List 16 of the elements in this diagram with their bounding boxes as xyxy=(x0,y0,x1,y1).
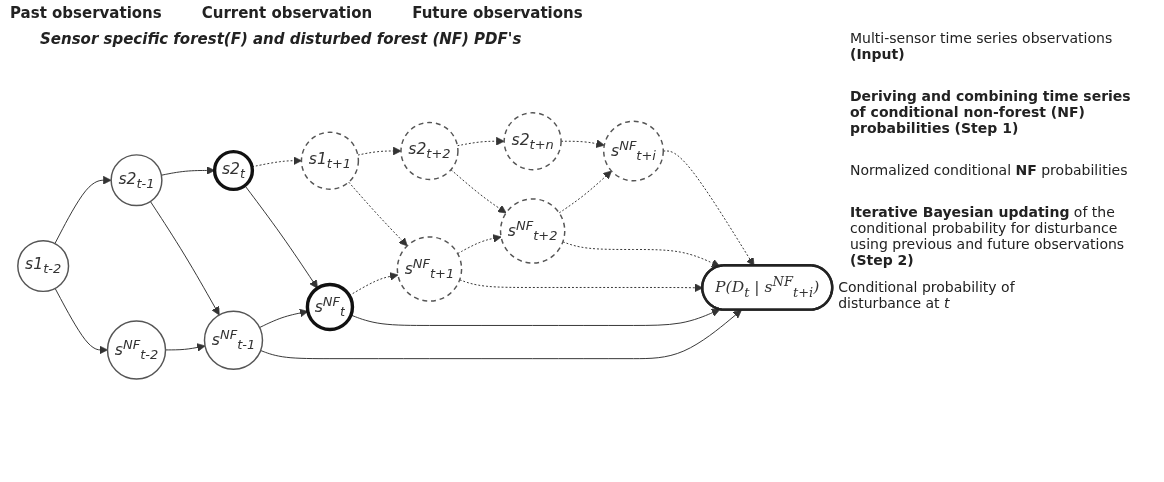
node-caption: Conditional probability of disturbance at t xyxy=(838,279,1016,312)
probability-ellipse: P(D$_{t}$ | s$^{NF}$$_{t+i}$) xyxy=(701,264,834,311)
column-heading: Current observation xyxy=(201,4,373,22)
step-description: Normalized conditional NF probabilities xyxy=(850,162,1129,178)
observation-circle: s1$_{t+1}$ xyxy=(300,131,360,191)
observation-circle: s2$_{t+2}$ xyxy=(400,121,459,181)
observation-circle: s1$_{t-2}$ xyxy=(17,240,70,293)
step-description: Deriving and combining time series of conditional non-forest (NF) probabilities (Step 1) xyxy=(850,88,1132,136)
observation-circle: s2$_{t+n}$ xyxy=(503,112,562,171)
observation-circle: s2$_{t-1}$ xyxy=(110,154,163,207)
column-heading: Past observations xyxy=(10,4,162,22)
step-description: Multi-sensor time series observations (Input) xyxy=(850,30,1114,62)
band-label: Sensor specific forest(F) and disturbed forest (NF) PDF's xyxy=(40,30,522,48)
observation-circle: s2$_{t}$ xyxy=(212,150,255,192)
column-heading: Future observations xyxy=(412,4,583,22)
step-description: Iterative Bayesian updating of the conditional probability for disturbance using previous and future observations (Step 2) xyxy=(850,204,1126,268)
